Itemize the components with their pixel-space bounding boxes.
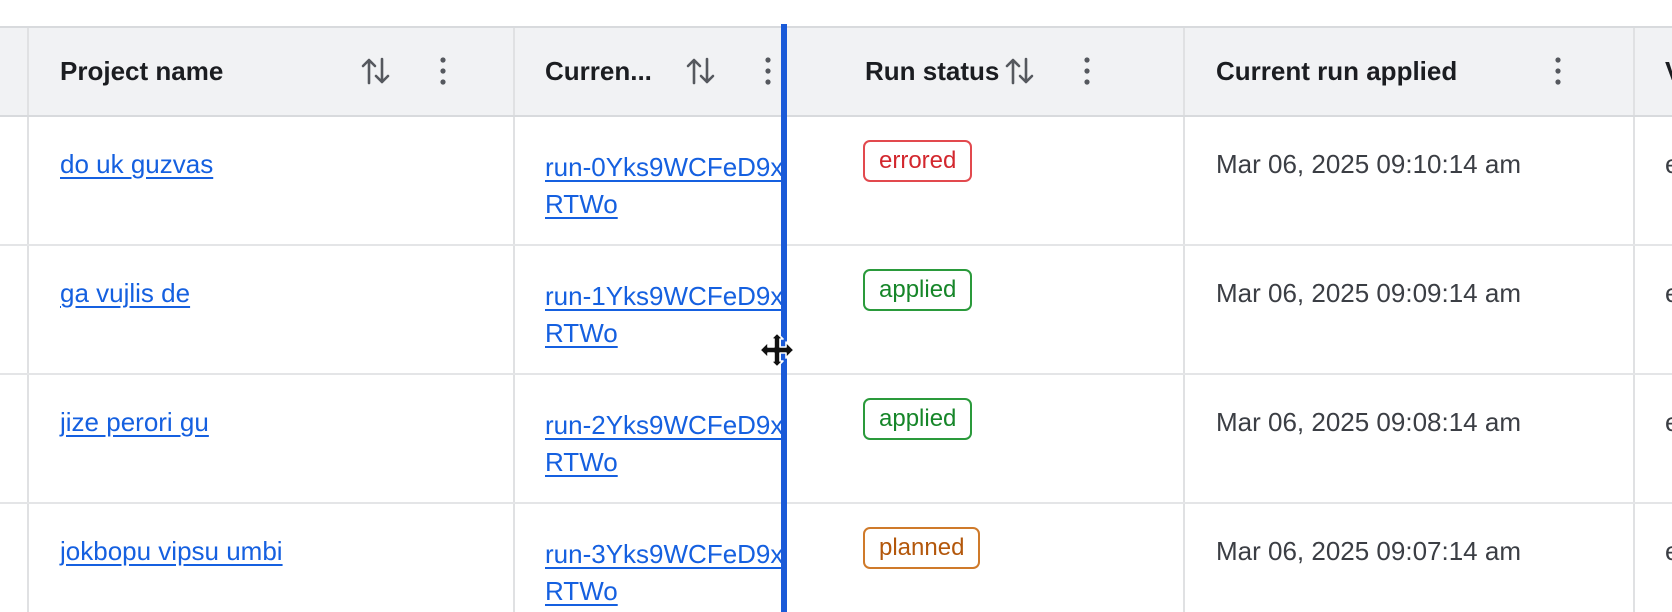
project-name-cell: jize perori gu bbox=[29, 375, 515, 502]
select-column-header bbox=[0, 28, 29, 115]
runs-table: Project name Curren... bbox=[0, 26, 1672, 612]
project-name-cell: ga vujlis de bbox=[29, 246, 515, 373]
truncated-value: e bbox=[1665, 149, 1672, 180]
column-title: V bbox=[1665, 56, 1672, 87]
truncated-cell: e bbox=[1635, 504, 1672, 612]
project-link[interactable]: jokbopu vipsu umbi bbox=[60, 536, 283, 566]
table-row: jize perori gu run-2Yks9WCFeD9xRTWo appl… bbox=[0, 375, 1672, 504]
run-status-cell: applied bbox=[835, 375, 1185, 502]
applied-timestamp: Mar 06, 2025 09:07:14 am bbox=[1216, 536, 1521, 566]
kebab-menu-icon[interactable] bbox=[1070, 54, 1104, 88]
kebab-menu-icon[interactable] bbox=[1541, 54, 1575, 88]
current-run-applied-cell: Mar 06, 2025 09:08:14 am bbox=[1185, 375, 1635, 502]
current-run-cell: run-0Yks9WCFeD9xRTWo bbox=[515, 117, 835, 244]
resize-horizontal-cursor-icon bbox=[759, 333, 795, 367]
column-resize-handle[interactable] bbox=[781, 24, 787, 612]
column-title: Curren... bbox=[545, 56, 652, 86]
table-row: do uk guzvas run-0Yks9WCFeD9xRTWo errore… bbox=[0, 117, 1672, 246]
current-run-cell: run-3Yks9WCFeD9xRTWo bbox=[515, 504, 835, 612]
status-badge: applied bbox=[863, 398, 973, 440]
table-row: jokbopu vipsu umbi run-3Yks9WCFeD9xRTWo … bbox=[0, 504, 1672, 612]
project-link[interactable]: jize perori gu bbox=[60, 407, 209, 437]
truncated-cell: e bbox=[1635, 246, 1672, 373]
truncated-value: e bbox=[1665, 278, 1672, 309]
project-name-cell: do uk guzvas bbox=[29, 117, 515, 244]
column-header-project-name[interactable]: Project name bbox=[29, 28, 515, 115]
status-badge: planned bbox=[863, 527, 981, 569]
table-header-row: Project name Curren... bbox=[0, 28, 1672, 117]
run-link[interactable]: run-2Yks9WCFeD9xRTWo bbox=[545, 410, 784, 477]
project-link[interactable]: do uk guzvas bbox=[60, 149, 214, 179]
select-cell bbox=[0, 504, 29, 612]
column-title: Run status bbox=[865, 56, 1000, 86]
column-header-current-run-applied[interactable]: Current run applied bbox=[1185, 28, 1635, 115]
run-status-cell: applied bbox=[835, 246, 1185, 373]
current-run-cell: run-2Yks9WCFeD9xRTWo bbox=[515, 375, 835, 502]
run-link[interactable]: run-0Yks9WCFeD9xRTWo bbox=[545, 152, 784, 219]
current-run-cell: run-1Yks9WCFeD9xRTWo bbox=[515, 246, 835, 373]
current-run-applied-cell: Mar 06, 2025 09:10:14 am bbox=[1185, 117, 1635, 244]
truncated-cell: e bbox=[1635, 375, 1672, 502]
table-row: ga vujlis de run-1Yks9WCFeD9xRTWo applie… bbox=[0, 246, 1672, 375]
select-cell bbox=[0, 246, 29, 373]
select-cell bbox=[0, 117, 29, 244]
applied-timestamp: Mar 06, 2025 09:10:14 am bbox=[1216, 149, 1521, 179]
status-badge: applied bbox=[863, 269, 973, 311]
truncated-value: e bbox=[1665, 407, 1672, 438]
applied-timestamp: Mar 06, 2025 09:09:14 am bbox=[1216, 278, 1521, 308]
sort-arrows-icon[interactable] bbox=[684, 54, 718, 88]
kebab-menu-icon[interactable] bbox=[751, 54, 785, 88]
select-cell bbox=[0, 375, 29, 502]
column-title: Project name bbox=[60, 56, 224, 86]
run-status-cell: planned bbox=[835, 504, 1185, 612]
project-name-cell: jokbopu vipsu umbi bbox=[29, 504, 515, 612]
run-link[interactable]: run-1Yks9WCFeD9xRTWo bbox=[545, 281, 784, 348]
project-link[interactable]: ga vujlis de bbox=[60, 278, 191, 308]
column-header-run-status[interactable]: Run status bbox=[835, 28, 1185, 115]
truncated-value: e bbox=[1665, 536, 1672, 567]
current-run-applied-cell: Mar 06, 2025 09:07:14 am bbox=[1185, 504, 1635, 612]
current-run-applied-cell: Mar 06, 2025 09:09:14 am bbox=[1185, 246, 1635, 373]
column-header-truncated[interactable]: V bbox=[1635, 28, 1672, 115]
run-link[interactable]: run-3Yks9WCFeD9xRTWo bbox=[545, 539, 784, 606]
column-header-current-run[interactable]: Curren... bbox=[515, 28, 835, 115]
sort-arrows-icon[interactable] bbox=[1003, 54, 1037, 88]
truncated-cell: e bbox=[1635, 117, 1672, 244]
applied-timestamp: Mar 06, 2025 09:08:14 am bbox=[1216, 407, 1521, 437]
kebab-menu-icon[interactable] bbox=[426, 54, 460, 88]
sort-arrows-icon[interactable] bbox=[359, 54, 393, 88]
column-title: Current run applied bbox=[1216, 56, 1458, 86]
status-badge: errored bbox=[863, 140, 973, 182]
run-status-cell: errored bbox=[835, 117, 1185, 244]
